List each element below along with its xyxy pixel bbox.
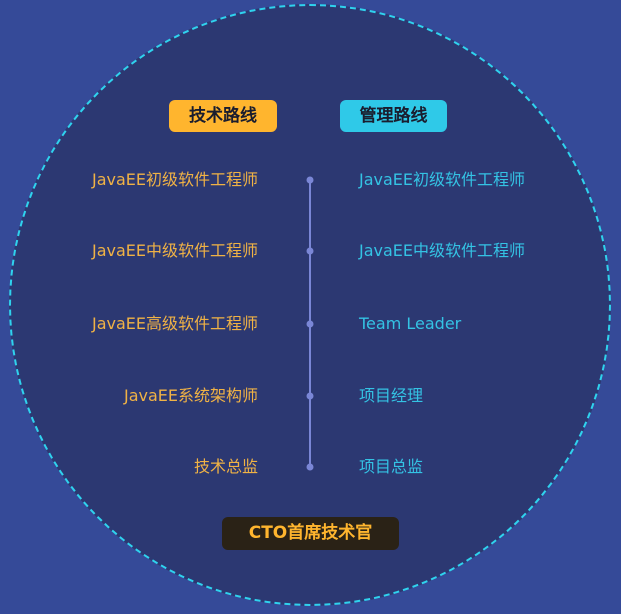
mgmt-route-tag: 管理路线 <box>340 100 447 132</box>
timeline-dot <box>306 463 314 471</box>
mgmt-route-item: JavaEE中级软件工程师 <box>359 241 526 260</box>
cto-tag: CTO首席技术官 <box>222 517 399 550</box>
mgmt-route-item: 项目经理 <box>359 386 424 405</box>
timeline-dot <box>306 176 314 184</box>
timeline-dot <box>306 320 314 328</box>
tech-route-item: JavaEE初级软件工程师 <box>91 170 258 189</box>
timeline-dot <box>306 247 314 255</box>
tech-route-item: 技术总监 <box>193 457 258 476</box>
mgmt-route-item: 项目总监 <box>359 457 424 476</box>
tech-route-tag: 技术路线 <box>169 100 277 132</box>
tech-route-item: JavaEE系统架构师 <box>123 386 258 405</box>
timeline-dot <box>306 392 314 400</box>
tech-route-item: JavaEE中级软件工程师 <box>91 241 258 260</box>
tech-route-item: JavaEE高级软件工程师 <box>91 314 258 333</box>
mgmt-route-item: Team Leader <box>359 314 462 333</box>
mgmt-route-item: JavaEE初级软件工程师 <box>359 170 526 189</box>
